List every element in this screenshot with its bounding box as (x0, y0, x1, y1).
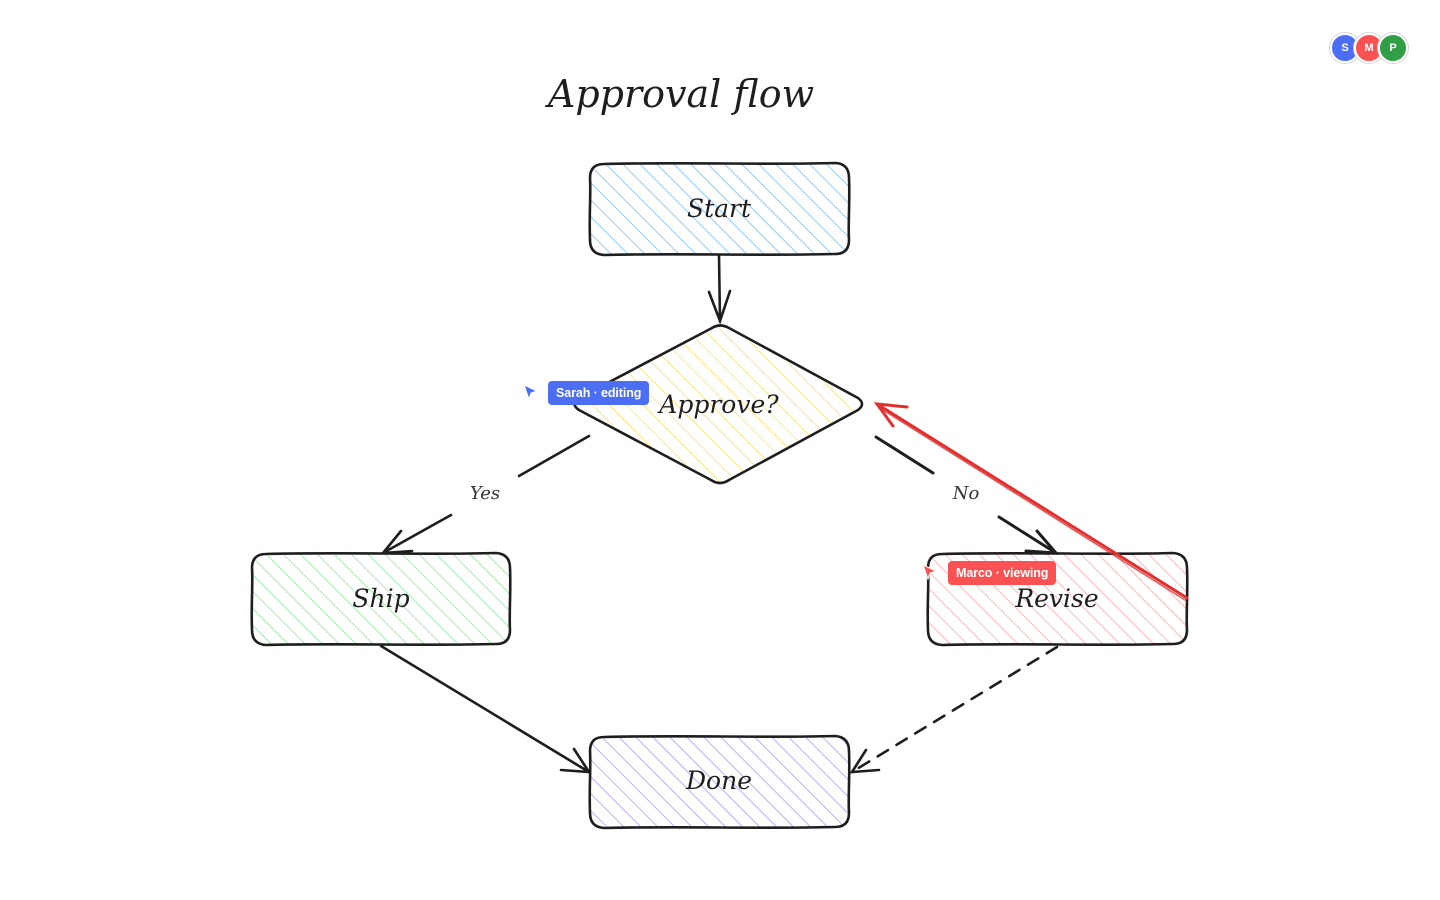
node-ship[interactable]: Ship (250, 551, 512, 647)
edge-approve-revise[interactable] (874, 435, 1060, 555)
node-approve-label: Approve? (657, 390, 779, 419)
node-start[interactable]: Start (588, 161, 851, 257)
node-start-label: Start (687, 194, 752, 223)
avatar-marco[interactable]: M (1354, 33, 1384, 63)
cursor-arrow-icon (922, 564, 938, 581)
node-done[interactable]: Done (588, 734, 851, 830)
edge-start-approve[interactable] (707, 254, 732, 325)
collaborator-avatars: S M P (1330, 33, 1408, 63)
edge-approve-ship[interactable] (380, 434, 591, 555)
node-done-label: Done (685, 766, 752, 795)
node-ship-label: Ship (352, 584, 409, 613)
cursor-label-marco: Marco · viewing (948, 561, 1057, 585)
edge-revise-done-dashed[interactable] (849, 645, 1059, 774)
node-approve[interactable]: Approve? (572, 324, 865, 485)
cursor-label-sarah: Sarah · editing (548, 381, 650, 405)
edge-ship-done[interactable] (379, 644, 592, 774)
edge-label-no[interactable]: No (952, 483, 980, 504)
diagram-title[interactable]: Approval flow (545, 72, 814, 116)
node-revise-label: Revise (1014, 584, 1098, 613)
edge-label-yes[interactable]: Yes (470, 483, 500, 504)
cursor-arrow-icon (523, 384, 539, 401)
avatar-p[interactable]: P (1378, 33, 1408, 63)
edge-revise-approve-loop[interactable] (873, 402, 1189, 601)
